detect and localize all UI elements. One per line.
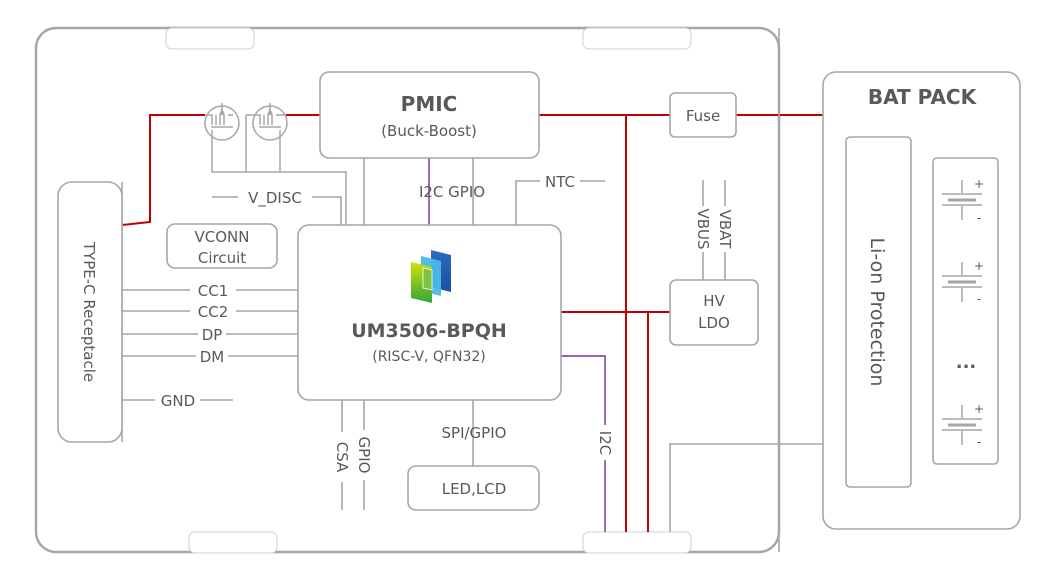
typec-box[interactable] — [57, 181, 123, 443]
power-lines — [121, 114, 823, 532]
vconn-box[interactable] — [166, 223, 278, 269]
bat-pack-title: BAT PACK — [868, 85, 978, 109]
vconn-line1: VCONN — [195, 228, 250, 246]
vbat-label: VBAT — [716, 210, 734, 250]
mosfet-icon — [204, 103, 347, 225]
typec-label: TYPE-C Receptacle — [80, 241, 98, 382]
cc1-label: CC1 — [198, 282, 229, 300]
led-lcd-label: LED,LCD — [442, 480, 507, 498]
cells-box[interactable] — [932, 157, 999, 465]
pmic-title: PMIC — [401, 92, 458, 116]
mcu-logo-icon — [411, 250, 451, 303]
board-tab — [165, 27, 255, 50]
battery-cell-icon — [942, 180, 982, 445]
pack-link-wire — [669, 443, 823, 532]
fuse-box[interactable] — [669, 92, 737, 138]
mcu-box[interactable] — [297, 224, 562, 401]
dp-label: DP — [202, 326, 223, 344]
board-tab — [582, 27, 692, 50]
protection-box[interactable] — [845, 136, 912, 488]
cell-minus: - — [977, 211, 981, 225]
mcu-title: UM3506-BPQH — [351, 320, 507, 342]
hv-ldo-line1: HV — [703, 292, 725, 310]
gpio-label: GPIO — [355, 437, 373, 474]
board-tab — [188, 531, 278, 554]
protection-label: Li-on Protection — [866, 238, 888, 387]
cc2-label: CC2 — [198, 303, 229, 321]
gnd-label: GND — [161, 392, 195, 410]
cell-plus: + — [974, 402, 984, 416]
cell-minus: - — [977, 435, 981, 449]
pmic-box[interactable] — [319, 71, 540, 159]
mosfet-arrow-icon — [267, 108, 273, 115]
csa-label: CSA — [333, 442, 351, 473]
i2c-wire — [561, 355, 606, 425]
cells-ellipsis: ... — [956, 352, 977, 373]
v-disc-label: V_DISC — [248, 189, 302, 208]
mcu-subtitle: (RISC-V, QFN32) — [372, 349, 486, 365]
spi-gpio-label: SPI/GPIO — [442, 424, 507, 442]
cell-plus: + — [974, 259, 984, 273]
mosfet-arrow-icon — [219, 108, 225, 115]
pmic-subtitle: (Buck-Boost) — [381, 122, 477, 140]
cell-plus: + — [974, 177, 984, 191]
vconn-line2: Circuit — [198, 249, 246, 267]
ntc-label: NTC — [545, 173, 575, 191]
fuse-label: Fuse — [686, 107, 720, 125]
hv-ldo-box[interactable] — [669, 279, 759, 346]
board-tab — [582, 531, 692, 554]
dm-label: DM — [200, 348, 225, 366]
cell-minus: - — [977, 292, 981, 306]
i2c-label: I2C — [596, 431, 614, 455]
led-lcd-box[interactable] — [407, 465, 540, 511]
vbus-label: VBUS — [694, 208, 712, 249]
i2c-gpio-label: I2C GPIO — [419, 183, 485, 201]
hv-ldo-line2: LDO — [698, 314, 730, 332]
